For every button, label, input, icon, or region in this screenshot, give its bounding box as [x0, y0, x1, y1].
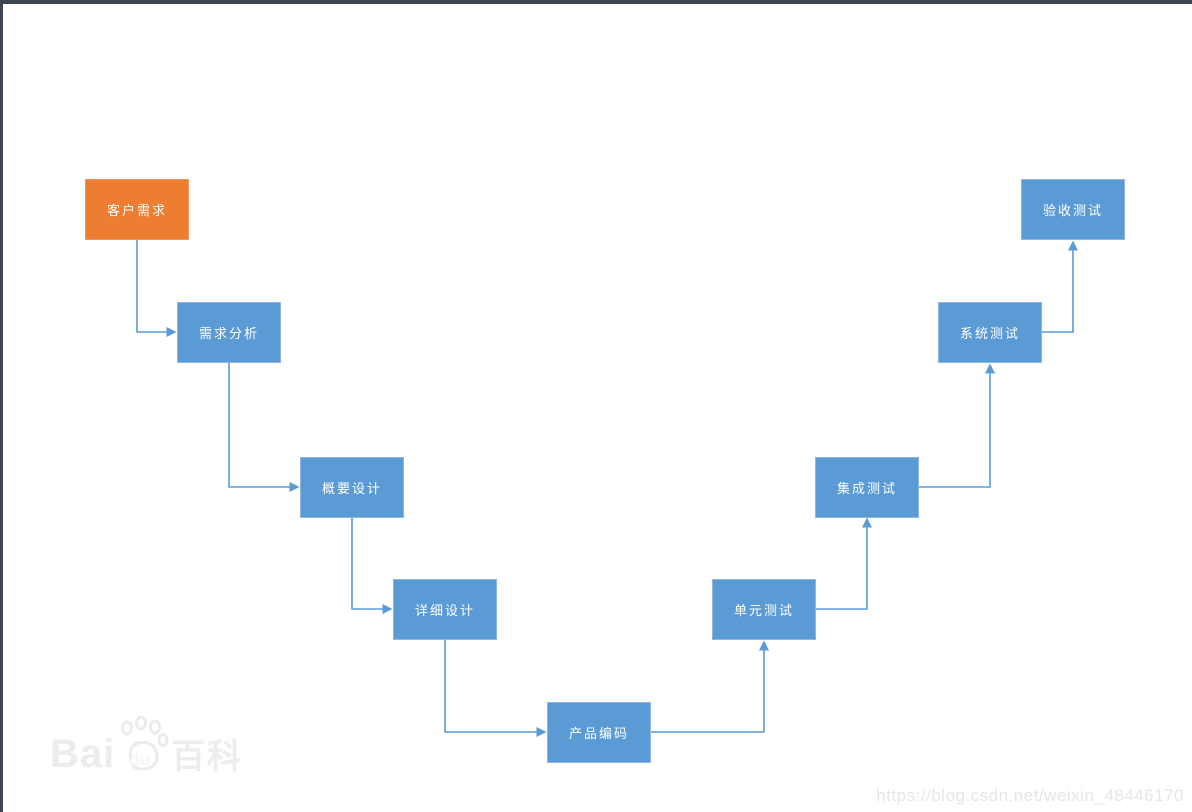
- node-integration-testing: 集成测试: [815, 457, 919, 518]
- edge-outline-to-detailed: [351, 517, 393, 614]
- edge-detailed-to-coding: [444, 640, 547, 737]
- csdn-url-watermark: https://blog.csdn.net/weixin_48446170: [876, 786, 1184, 805]
- edge-unit-to-integration: [816, 517, 872, 610]
- window-top-edge: [0, 0, 1192, 4]
- edge-customer-to-analysis: [136, 240, 177, 337]
- baidu-baike-watermark: Bai du 百科: [50, 715, 244, 776]
- node-detailed-design: 详细设计: [393, 579, 497, 640]
- node-product-coding: 产品编码: [547, 702, 651, 763]
- node-customer-requirements: 客户需求: [85, 179, 189, 240]
- node-requirements-analysis: 需求分析: [177, 302, 281, 363]
- window-left-edge: [0, 0, 3, 812]
- edge-integration-to-system: [919, 363, 995, 488]
- edge-coding-to-unit: [651, 640, 769, 733]
- baidu-paw-icon: du: [117, 715, 169, 774]
- node-system-testing: 系统测试: [938, 302, 1042, 363]
- baidu-watermark-du: du: [129, 750, 151, 769]
- baidu-watermark-bai: Bai: [50, 732, 116, 776]
- baidu-watermark-baike: 百科: [171, 738, 244, 776]
- node-unit-testing: 单元测试: [712, 579, 816, 640]
- edge-system-to-acceptance: [1042, 240, 1078, 333]
- node-outline-design: 概要设计: [300, 457, 404, 518]
- edge-analysis-to-outline: [228, 363, 300, 492]
- node-acceptance-testing: 验收测试: [1021, 179, 1125, 240]
